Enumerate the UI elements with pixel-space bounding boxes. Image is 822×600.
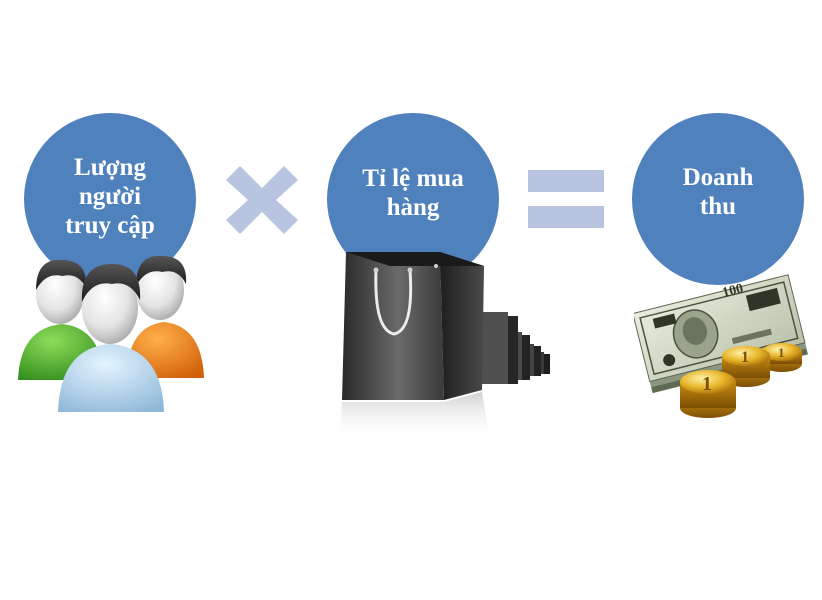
visitors-label: Lượng người truy cập — [65, 153, 155, 240]
equals-icon — [528, 170, 604, 228]
visitors-label-line-1: Lượng — [74, 153, 146, 181]
coin-denomination-middle: 1 — [741, 349, 749, 366]
revenue-label-line-1: Doanh — [682, 164, 754, 191]
revenue-circle: Doanh thu — [632, 113, 804, 285]
revenue-label: Doanh thu — [683, 163, 754, 221]
bill-denomination: 100 — [721, 281, 745, 301]
visitors-label-line-3: truy cập — [65, 211, 155, 239]
people-group-icon — [18, 255, 204, 412]
coin-denomination-back: 1 — [778, 345, 785, 360]
conversion-label: Tỉ lệ mua hàng — [362, 164, 463, 222]
revenue-label-line-2: thu — [699, 193, 737, 220]
multiply-icon — [226, 166, 298, 234]
conversion-label-line-1: Tỉ lệ mua — [362, 165, 464, 192]
coin-denomination-front: 1 — [702, 373, 712, 395]
money-coins-icon: 100 1 1 1 — [634, 274, 808, 418]
visitors-circle: Lượng người truy cập — [24, 113, 196, 285]
visitors-label-line-2: người — [78, 182, 142, 210]
conversion-label-line-2: hàng — [386, 194, 440, 221]
shopping-bag-icon — [340, 252, 550, 440]
